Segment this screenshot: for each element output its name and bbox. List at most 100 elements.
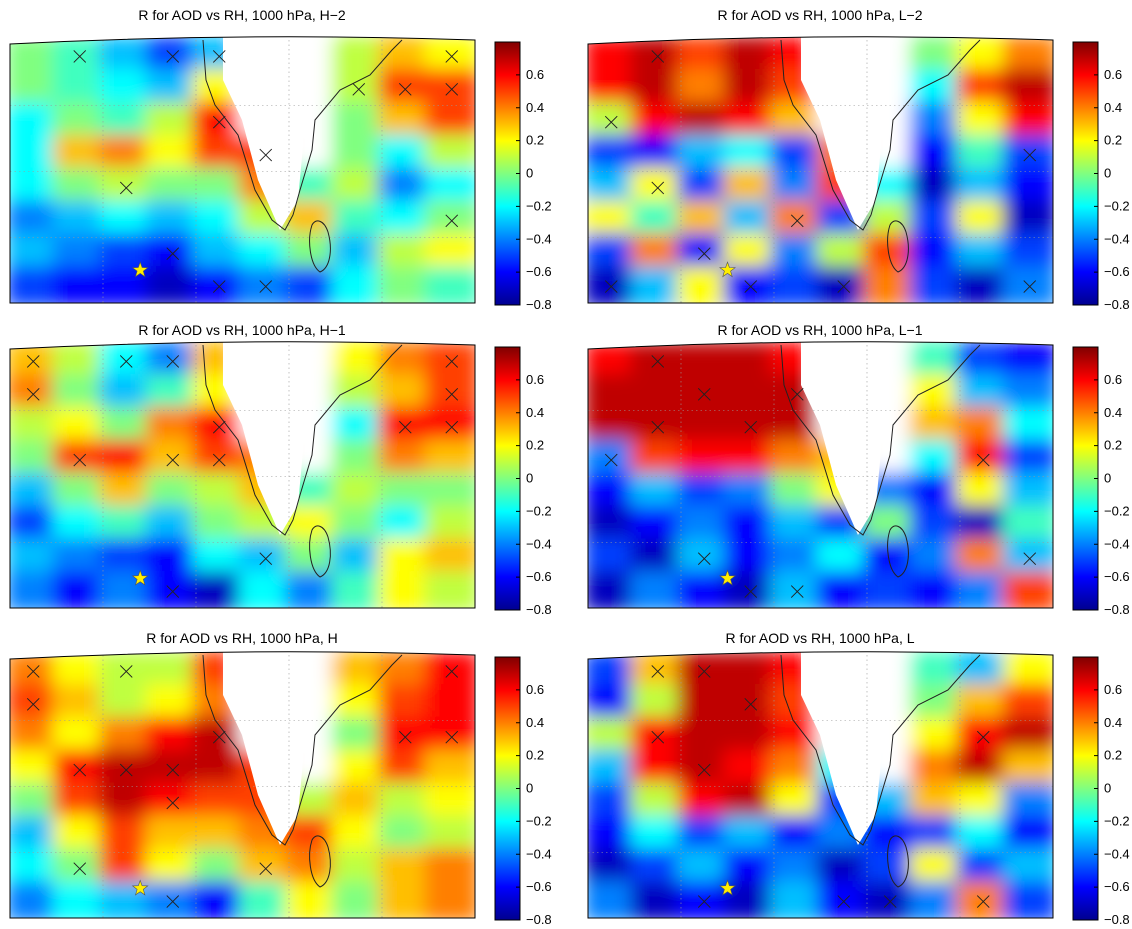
colorbar-tick-label: −0.6	[1104, 264, 1130, 279]
significance-marker	[445, 387, 459, 401]
significance-marker	[697, 895, 711, 908]
colorbar-tick-label: −0.8	[526, 912, 552, 927]
panel-title: R for AOD vs RH, 1000 hPa, L−1	[717, 322, 922, 338]
significance-marker	[212, 115, 226, 129]
heat-cell	[956, 881, 1011, 919]
island-outline	[887, 835, 909, 888]
significance-marker	[166, 585, 180, 598]
island-outline	[309, 220, 331, 273]
station-star	[719, 879, 736, 896]
station-star	[131, 879, 149, 896]
significance-marker	[73, 453, 87, 467]
colorbar-tick-label: −0.4	[1104, 231, 1130, 246]
colorbar-tick-label: −0.6	[1104, 879, 1130, 894]
map-frame	[9, 341, 476, 609]
map-field	[588, 651, 1053, 919]
land-mask	[223, 36, 310, 230]
colorbar-tick-label: 0	[1104, 471, 1111, 486]
map-frame	[587, 341, 1054, 609]
colorbar-tick-label: −0.8	[526, 297, 552, 312]
significance-marker	[697, 552, 711, 566]
significance-marker	[790, 214, 804, 228]
significance-marker	[166, 453, 180, 467]
heat-cell	[677, 266, 732, 304]
heat-cell	[145, 571, 200, 609]
colorbar-tick-label: 0.6	[1104, 67, 1122, 82]
heat-cell	[331, 881, 386, 919]
significance-marker	[744, 420, 758, 434]
heat-cell	[145, 881, 200, 919]
heat-cell	[816, 571, 871, 609]
land-mask	[801, 651, 888, 845]
significance-marker	[604, 453, 618, 467]
colorbar	[1072, 656, 1099, 921]
colorbar-tick-label: −0.6	[1104, 569, 1130, 584]
significance-marker	[259, 280, 273, 293]
significance-marker	[26, 387, 40, 401]
significance-marker	[119, 181, 133, 195]
heat-cell	[630, 881, 685, 919]
significance-marker	[445, 82, 459, 96]
significance-marker	[73, 763, 87, 777]
heat-cell	[770, 266, 825, 304]
colorbar-tick-label: −0.2	[526, 813, 552, 828]
significance-marker	[166, 763, 180, 777]
map-frame	[587, 651, 1054, 919]
colorbar-tick-label: −0.2	[1104, 503, 1130, 518]
island-outline	[887, 220, 909, 273]
map-field	[10, 341, 475, 609]
heat-cell	[1002, 881, 1053, 919]
land-mask	[223, 341, 310, 535]
panel-h-1: R for AOD vs RH, 1000 hPa, H−1 0.60.40.2…	[9, 322, 552, 617]
significance-marker	[744, 697, 758, 711]
island-outline	[887, 525, 909, 578]
significance-marker	[26, 697, 40, 711]
colorbar-tick-label: −0.6	[526, 879, 552, 894]
significance-marker	[166, 355, 180, 368]
colorbar-tick-label: 0.4	[1104, 715, 1122, 730]
significance-marker	[1023, 552, 1037, 566]
heat-cell	[10, 881, 61, 919]
significance-marker	[604, 280, 618, 293]
significance-marker	[790, 387, 804, 401]
significance-marker	[212, 420, 226, 434]
panel-title: R for AOD vs RH, 1000 hPa, H	[146, 630, 337, 646]
heat-cell	[630, 571, 685, 609]
heat-cell	[424, 266, 475, 304]
significance-marker	[352, 82, 366, 96]
significance-marker	[73, 50, 87, 63]
colorbar-tick-label: 0.2	[1104, 748, 1122, 763]
coastline	[780, 654, 981, 846]
heat-cell	[863, 266, 918, 304]
station-star	[719, 261, 736, 278]
colorbar-tick-label: 0.4	[1104, 100, 1122, 115]
coastline	[780, 344, 981, 536]
heat-cell	[956, 571, 1011, 609]
heat-cell	[378, 571, 433, 609]
colorbar-tick-label: −0.6	[526, 569, 552, 584]
heat-cell	[863, 571, 918, 609]
colorbar-tick-label: 0.6	[526, 682, 544, 697]
significance-marker	[212, 453, 226, 467]
colorbar-tick-label: −0.2	[526, 198, 552, 213]
heat-cell	[909, 266, 964, 304]
heat-cell	[238, 571, 293, 609]
significance-marker	[976, 730, 990, 744]
heat-cell	[378, 881, 433, 919]
colorbar-tick-label: −0.8	[1104, 602, 1130, 617]
coastline	[202, 39, 403, 231]
significance-marker	[166, 247, 180, 261]
heat-cell	[145, 266, 200, 304]
colorbar-tick-label: −0.8	[1104, 912, 1130, 927]
significance-marker	[259, 148, 273, 162]
colorbar-tick-label: 0.6	[1104, 682, 1122, 697]
map-frame	[9, 651, 476, 919]
coastline	[202, 654, 403, 846]
heat-cell	[238, 881, 293, 919]
significance-marker	[259, 552, 273, 566]
heat-cell	[285, 571, 340, 609]
colorbar-tick-label: 0.2	[1104, 133, 1122, 148]
significance-marker	[837, 895, 851, 908]
colorbar-tick-label: 0	[526, 781, 533, 796]
significance-marker	[744, 280, 758, 293]
